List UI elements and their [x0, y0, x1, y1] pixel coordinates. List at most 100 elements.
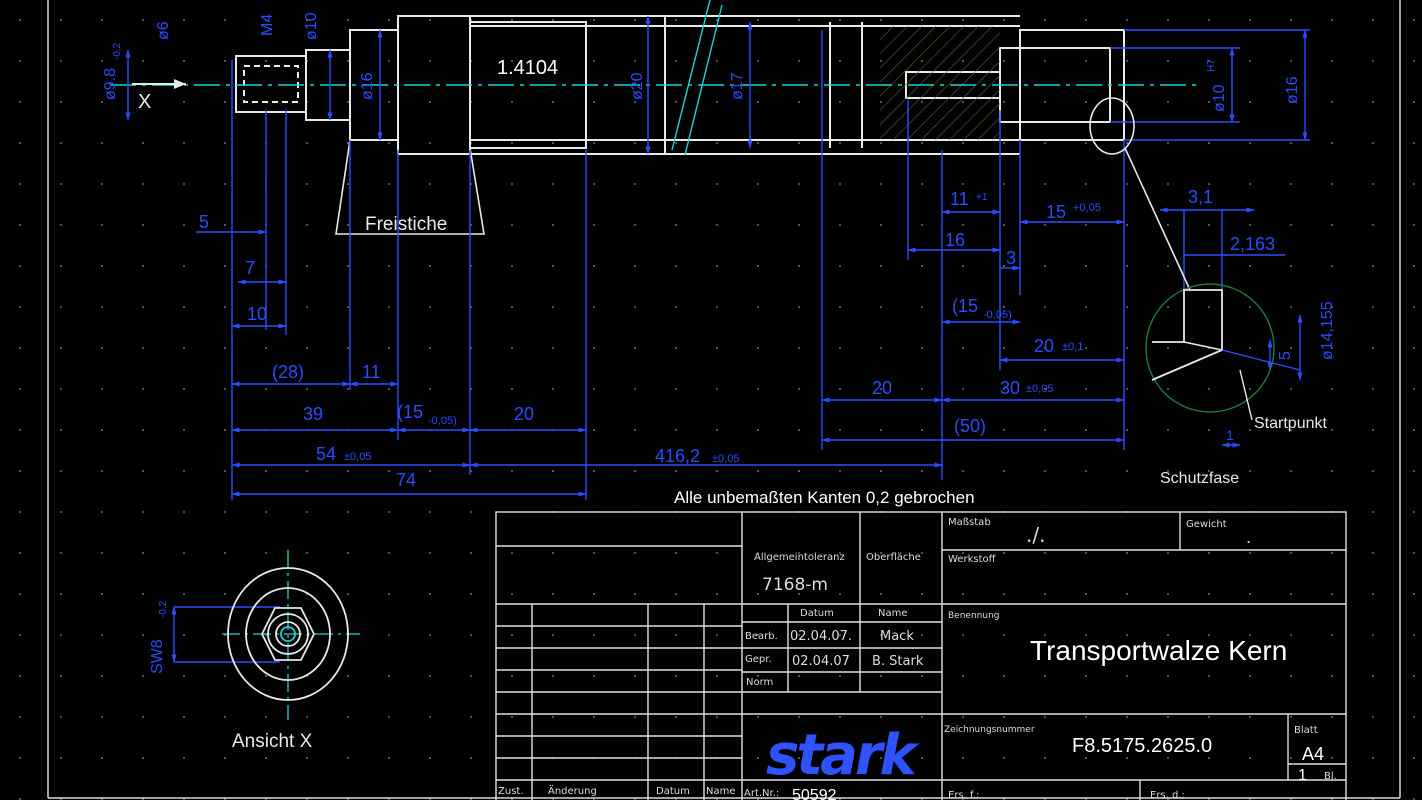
dim-sw8-tol: -0,2: [158, 600, 169, 618]
dim-l10: 10: [247, 304, 267, 324]
dim-l11: 11: [362, 362, 381, 382]
general-note: Alle unbemaßten Kanten 0,2 gebrochen: [674, 488, 975, 507]
dim-r15b-tol: -0,05): [983, 309, 1012, 321]
zeichnungsnummer-label: Zeichnungsnummer: [944, 725, 1035, 735]
dim-d98: ø9.8: [102, 68, 119, 100]
dim-r15: 15: [1046, 202, 1066, 222]
dim-l7: 7: [245, 258, 255, 278]
artnr-value: 50592: [792, 787, 837, 800]
break-line-2: [684, 4, 723, 156]
detail-marker-circle: [1089, 97, 1135, 155]
end-view: [222, 550, 360, 720]
dim-l15: (15: [397, 402, 423, 422]
bearb-date: 02.04.07.: [790, 629, 852, 644]
datum-col: Datum: [800, 608, 834, 619]
dim-l39: 39: [303, 404, 323, 424]
dim-l54-tol: ±0,05: [344, 451, 371, 463]
ers-d-label: Ers. d.:: [1150, 790, 1185, 800]
undercut-label: Freistiche: [365, 214, 447, 235]
artnr-label: Art.Nr.:: [744, 788, 779, 799]
view-title: Ansicht X: [232, 731, 313, 752]
thread-inner: [243, 65, 299, 103]
company-logo: stark: [766, 723, 921, 788]
undercut-callout: [335, 139, 485, 235]
view-label: X: [138, 91, 151, 113]
dim-l5: 5: [199, 212, 209, 232]
start-label: Startpunkt: [1254, 415, 1327, 432]
view-arrow-head: [174, 79, 186, 89]
dim-d16a: ø16: [359, 72, 376, 100]
dim-r50: (50): [954, 416, 986, 436]
title-block-texts: Maßstab ./. Gewicht . Allgemeintoleranz …: [498, 517, 1337, 800]
dim-r16: 16: [945, 230, 965, 250]
dim-l4162-tol: ±0,05: [712, 453, 739, 465]
blatt-unit: Bl.: [1324, 771, 1337, 782]
ers-f-label: Ers. f.:: [948, 790, 979, 800]
bearb-name: Mack: [880, 629, 914, 644]
dim-r15-tol: +0,05: [1073, 202, 1101, 214]
massstab-label: Maßstab: [948, 517, 991, 528]
detail-circle: [1145, 283, 1275, 413]
title-block-lines: [495, 511, 1347, 800]
tolerance-value: 7168-m: [762, 575, 828, 595]
drawing-frame: [47, 0, 1401, 799]
dim-l74: 74: [396, 470, 416, 490]
dim-c5: 5: [1277, 351, 1294, 360]
zust-label: Zust.: [498, 786, 524, 797]
dim-d6: ø6: [155, 21, 172, 40]
format-value: A4: [1302, 744, 1324, 764]
dim-l28: (28): [272, 362, 304, 382]
dim-d20: ø20: [629, 72, 646, 100]
chamfer-label: Schutzfase: [1160, 470, 1239, 487]
dim-r20: 20: [1034, 336, 1054, 356]
dim-sw8: SW8: [149, 639, 166, 674]
dim-r15b: (15: [952, 296, 978, 316]
dim-c31: 3,1: [1188, 187, 1213, 207]
dim-d16b: ø16: [1284, 76, 1301, 104]
name-label-2: Name: [706, 786, 736, 797]
dim-d14155: ø14,155: [1319, 301, 1336, 360]
dim-r20b: 20: [872, 378, 892, 398]
dim-m4: M4: [259, 14, 276, 36]
dimension-texts: ø6 M4 ø10 ø9.8 -0,2 ø16 ø20 ø17 ø10 H7 ø…: [102, 12, 1336, 674]
dim-r3: 3: [1006, 248, 1016, 268]
zeichnungsnummer: F8.5175.2625.0: [1072, 735, 1212, 757]
dim-c1: 1: [1226, 427, 1234, 443]
dim-l54: 54: [316, 444, 336, 464]
bearb-label: Bearb.: [745, 631, 778, 642]
dim-c2163: 2,163: [1230, 234, 1275, 254]
oberflaeche-label: Oberfläche: [866, 552, 921, 563]
dim-l4162: 416,2: [655, 446, 700, 466]
dim-d10: ø10: [303, 12, 320, 40]
datum-label-2: Datum: [656, 786, 690, 797]
dim-r30: 30: [1000, 378, 1020, 398]
dim-l15-tol: -0,05): [428, 415, 457, 427]
break-line-1: [671, 0, 711, 151]
tolerance-label: Allgemeintoleranz: [754, 552, 845, 563]
gewicht-value: .: [1246, 528, 1251, 547]
drawing-title: Transportwalze Kern: [1030, 635, 1287, 666]
section-hatch: [880, 26, 1000, 140]
name-col: Name: [878, 608, 908, 619]
werkstoff-label: Werkstoff: [948, 554, 997, 565]
gepr-label: Gepr.: [745, 654, 772, 665]
dimension-lines: [125, 15, 1310, 663]
dim-h7: H7: [1206, 59, 1217, 72]
dim-l20: 20: [514, 404, 534, 424]
dim-d98-tol: -0,2: [112, 42, 123, 60]
gepr-name: B. Stark: [872, 654, 924, 669]
chamfer-detail: Startpunkt Schutzfase: [1089, 97, 1327, 487]
benennung-label: Benennung: [948, 611, 999, 621]
blatt-count: 1: [1298, 767, 1307, 784]
gewicht-label: Gewicht: [1186, 519, 1227, 530]
norm-label: Norm: [746, 677, 773, 688]
dim-r30-tol: ±0,05: [1026, 383, 1053, 395]
dim-r11-tol: +1: [976, 192, 988, 203]
gepr-date: 02.04.07: [792, 654, 850, 669]
dim-r11: 11: [950, 189, 969, 209]
aenderung-label: Änderung: [548, 784, 597, 797]
dim-d10h7: ø10: [1211, 84, 1228, 112]
massstab-value: ./.: [1026, 523, 1045, 547]
